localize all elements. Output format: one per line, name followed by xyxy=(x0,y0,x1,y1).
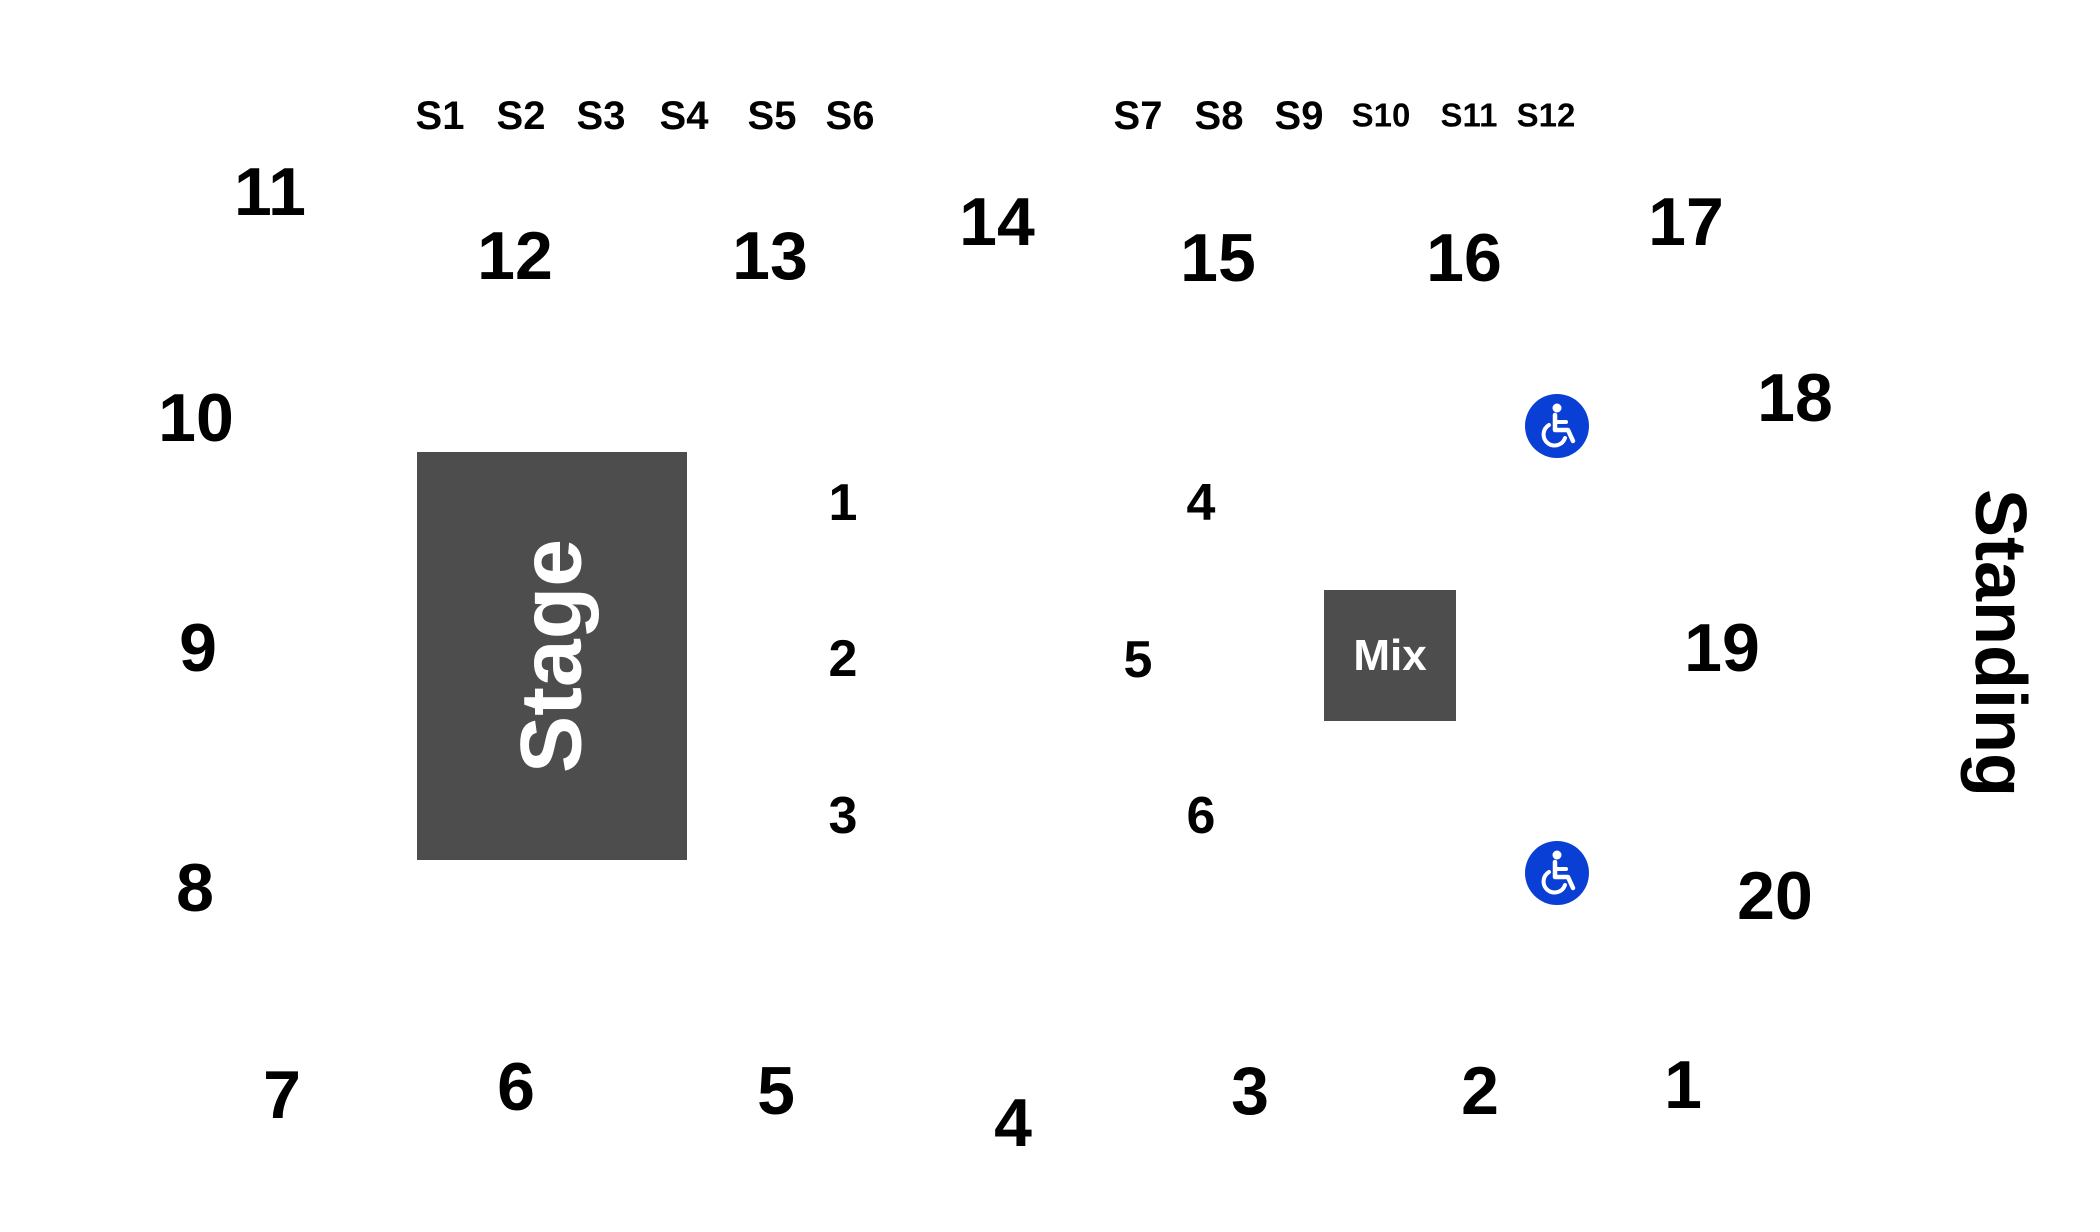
wheelchair-glyph xyxy=(1541,850,1576,895)
section-3[interactable]: 3 xyxy=(1231,1053,1269,1129)
floor-section-6[interactable]: 6 xyxy=(1186,787,1216,845)
suite-s1[interactable]: S1 xyxy=(415,94,465,138)
floor-section-4[interactable]: 4 xyxy=(1186,474,1216,532)
suite-s7[interactable]: S7 xyxy=(1113,94,1163,138)
suite-s8[interactable]: S8 xyxy=(1194,94,1244,138)
section-9[interactable]: 9 xyxy=(179,610,217,686)
suite-s3[interactable]: S3 xyxy=(576,94,626,138)
section-5[interactable]: 5 xyxy=(757,1053,795,1129)
section-16[interactable]: 16 xyxy=(1426,220,1502,296)
floor-section-1[interactable]: 1 xyxy=(828,474,858,532)
section-1[interactable]: 1 xyxy=(1664,1047,1702,1123)
section-17[interactable]: 17 xyxy=(1648,184,1724,260)
stage-label: Stage xyxy=(503,538,600,774)
floor-section-5[interactable]: 5 xyxy=(1123,631,1153,689)
stage: Stage xyxy=(417,452,687,860)
standing-area-label[interactable]: Standing xyxy=(1960,489,2040,797)
section-6[interactable]: 6 xyxy=(497,1049,535,1125)
section-2[interactable]: 2 xyxy=(1461,1053,1499,1129)
suite-s2[interactable]: S2 xyxy=(496,94,546,138)
suite-s12[interactable]: S12 xyxy=(1516,96,1576,134)
section-18[interactable]: 18 xyxy=(1757,360,1833,436)
section-8[interactable]: 8 xyxy=(176,850,214,926)
suite-s5[interactable]: S5 xyxy=(747,94,797,138)
section-10[interactable]: 10 xyxy=(158,380,234,456)
floor-section-3[interactable]: 3 xyxy=(828,787,858,845)
section-19[interactable]: 19 xyxy=(1684,610,1760,686)
suite-s11[interactable]: S11 xyxy=(1440,96,1498,134)
mix-position: Mix xyxy=(1324,590,1456,721)
section-11[interactable]: 11 xyxy=(234,154,306,230)
wheelchair-glyph xyxy=(1541,403,1576,448)
mix-label: Mix xyxy=(1353,630,1427,680)
section-14[interactable]: 14 xyxy=(959,184,1035,260)
section-7[interactable]: 7 xyxy=(263,1057,301,1133)
wheelchair-icon[interactable] xyxy=(1525,394,1589,458)
suite-s10[interactable]: S10 xyxy=(1351,96,1411,134)
suite-s6[interactable]: S6 xyxy=(825,94,875,138)
wheelchair-icon[interactable] xyxy=(1525,841,1589,905)
section-12[interactable]: 12 xyxy=(477,218,553,294)
suite-s9[interactable]: S9 xyxy=(1274,94,1324,138)
section-13[interactable]: 13 xyxy=(732,218,808,294)
section-20[interactable]: 20 xyxy=(1737,858,1813,934)
section-15[interactable]: 15 xyxy=(1180,220,1256,296)
floor-section-2[interactable]: 2 xyxy=(828,630,858,688)
suite-s4[interactable]: S4 xyxy=(659,94,709,138)
section-4[interactable]: 4 xyxy=(994,1085,1032,1161)
